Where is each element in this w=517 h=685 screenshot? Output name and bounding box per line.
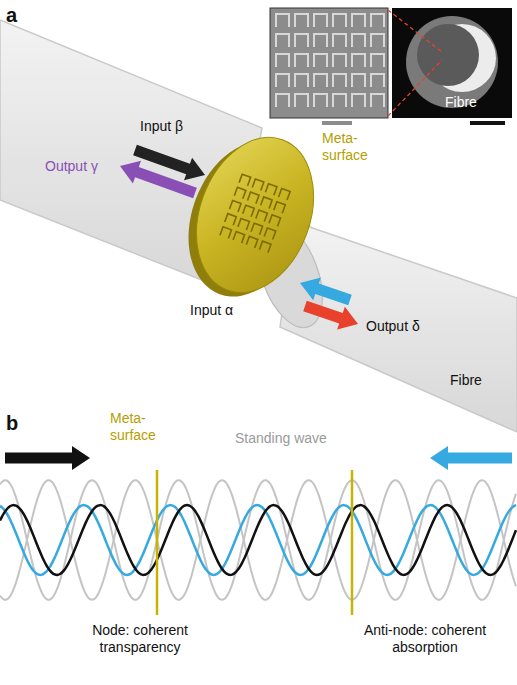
- meta-atom: [238, 218, 250, 230]
- metasurface-label: Meta-surface: [322, 130, 384, 164]
- zoom-line: [388, 60, 442, 116]
- scale-bar: [322, 121, 352, 125]
- panel-letter: b: [6, 412, 18, 435]
- meta-atom: [352, 54, 365, 67]
- input-arrow: [430, 446, 512, 470]
- meta-atom: [295, 14, 308, 27]
- meta-atom: [371, 34, 384, 47]
- meta-atom: [276, 94, 289, 107]
- meta-atom: [352, 74, 365, 87]
- meta-atom: [295, 34, 308, 47]
- scale-bar: [470, 121, 505, 125]
- meta-atom: [352, 34, 365, 47]
- meta-atom: [314, 14, 327, 27]
- meta-atom: [295, 54, 308, 67]
- meta-atom: [256, 210, 268, 222]
- meta-atom: [239, 174, 251, 186]
- meta-atom: [276, 34, 289, 47]
- output-arrow: [303, 301, 358, 330]
- output-label: Output γ: [45, 158, 98, 175]
- sem-pattern: [276, 14, 384, 107]
- input-arrow: [5, 446, 90, 470]
- meta-atom: [279, 189, 291, 201]
- meta-atom: [371, 54, 384, 67]
- meta-atom: [233, 232, 245, 244]
- meta-atom: [314, 54, 327, 67]
- meta-atom: [234, 187, 246, 199]
- meta-atom: [333, 54, 346, 67]
- meta-atom: [243, 205, 255, 217]
- meta-atom: [230, 200, 242, 212]
- metasurface-label: Meta-surface: [110, 410, 172, 444]
- disk-pattern: [220, 174, 290, 253]
- antinode-note: Anti-node: coherent absorption: [345, 622, 505, 656]
- input-wave: [0, 505, 516, 575]
- meta-atom: [333, 94, 346, 107]
- node-note: Node: coherent transparency: [55, 622, 225, 656]
- meta-atom: [333, 74, 346, 87]
- sem-inset: [270, 8, 388, 118]
- panel-letter: a: [6, 4, 17, 27]
- input-wave: [0, 505, 516, 575]
- meta-atom: [314, 74, 327, 87]
- meta-atom: [259, 241, 271, 253]
- meta-atom: [252, 179, 264, 191]
- meta-atom: [247, 192, 259, 204]
- wave-label: Standing wave: [235, 430, 327, 447]
- meta-atom: [295, 94, 308, 107]
- meta-atom: [265, 184, 277, 196]
- meta-atom: [333, 34, 346, 47]
- meta-atom: [371, 14, 384, 27]
- meta-atom: [269, 215, 281, 227]
- meta-atom: [333, 14, 346, 27]
- input-arrow: [300, 277, 352, 305]
- fibre-core: [417, 24, 479, 86]
- meta-atom: [371, 74, 384, 87]
- meta-atom: [225, 214, 237, 226]
- input-label: Input β: [140, 118, 183, 135]
- meta-atom: [220, 227, 232, 239]
- meta-atom: [246, 236, 258, 248]
- meta-atom: [314, 34, 327, 47]
- meta-atom: [371, 94, 384, 107]
- metasurface-line: [351, 470, 354, 615]
- fibre-inset: [392, 8, 512, 118]
- meta-atom: [314, 94, 327, 107]
- input-label: Input α: [190, 302, 233, 319]
- meta-atom: [264, 228, 276, 240]
- meta-atom: [352, 14, 365, 27]
- fibre-label: Fibre: [445, 94, 477, 111]
- meta-atom: [276, 54, 289, 67]
- meta-atom: [274, 202, 286, 214]
- fibre-tube: [280, 222, 517, 432]
- output-arrow: [120, 161, 197, 198]
- meta-atom: [261, 197, 273, 209]
- output-label: Output δ: [366, 318, 420, 335]
- meta-atom: [251, 223, 263, 235]
- meta-atom: [276, 74, 289, 87]
- meta-atom: [276, 14, 289, 27]
- standing-wave: [0, 480, 516, 600]
- standing-wave: [0, 480, 516, 600]
- zoom-line: [388, 10, 442, 52]
- metasurface-line: [156, 470, 159, 615]
- fibre-label: Fibre: [450, 372, 482, 389]
- meta-atom: [295, 74, 308, 87]
- meta-atom: [352, 94, 365, 107]
